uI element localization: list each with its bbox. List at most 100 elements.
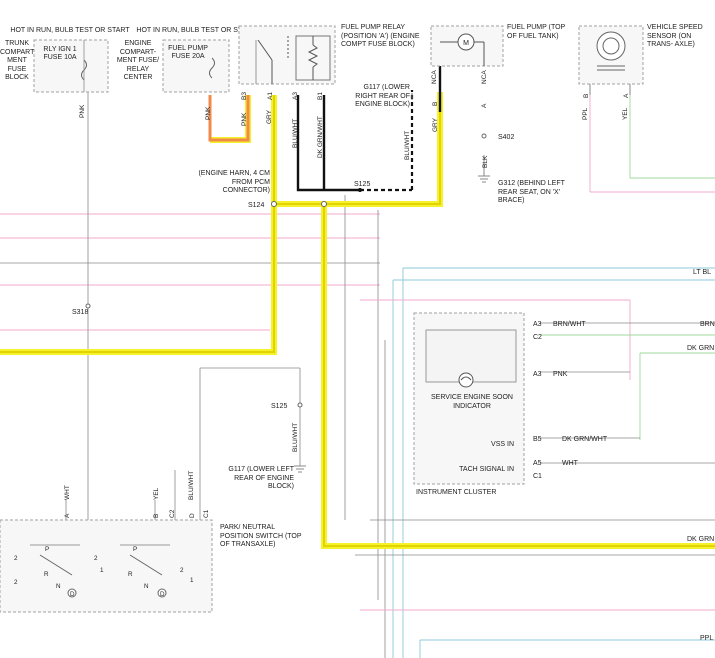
vehicle-speed-sensor — [578, 25, 644, 95]
pnp-r1: R — [44, 571, 49, 578]
pnp-d2: D — [160, 591, 165, 598]
pin-label: B3 — [241, 92, 248, 100]
wire-label: PNK — [79, 104, 86, 118]
wire-label: PPL — [582, 107, 589, 120]
pin-label: B — [432, 102, 439, 106]
fuel-pump-relay — [238, 25, 336, 85]
pin-label: B1 — [317, 92, 324, 100]
relay-label-wrap: FUEL PUMP RELAY (POSITION 'A') (ENGINE C… — [341, 24, 420, 48]
g117-left-note: G117 (LOWER LEFT REAR OF ENGINE BLOCK) — [228, 466, 294, 490]
pnp-p2: P — [133, 546, 137, 553]
pnp-detent-icon — [157, 588, 167, 598]
splice-dot — [321, 201, 327, 207]
wire-label: DK GRN/WHT — [317, 116, 324, 158]
fuse-ign-header: HOT IN RUN, BULB TEST OR START — [10, 27, 130, 34]
wire-label: BLU/WHT — [292, 119, 299, 148]
vss-label-wrap: VEHICLE SPEED SENSOR (ON TRANS- AXLE) — [647, 24, 703, 48]
splice-dots — [85, 133, 487, 408]
splice-s125-label: S125 — [354, 181, 370, 188]
pnp-2d: 2 — [180, 567, 184, 574]
relay-label: FUEL PUMP RELAY (POSITION 'A') (ENGINE C… — [341, 24, 420, 48]
tach-in-label: TACH SIGNAL IN — [459, 466, 514, 473]
fuse-ign1-block: HOT IN RUN, BULB TEST OR START RLY IGN 1… — [10, 27, 130, 93]
ses-label: SERVICE ENGINE SOON INDICATOR — [431, 394, 513, 410]
vss-label: VEHICLE SPEED SENSOR (ON TRANS- AXLE) — [647, 24, 703, 48]
pin-label: C2 — [533, 334, 542, 341]
fuse-pump-label-wrap: FUEL PUMP FUSE 20A — [168, 45, 208, 60]
pnp-label: PARK/ NEUTRAL POSITION SWITCH (TOP OF TR… — [220, 524, 302, 548]
wire-label: BLU/WHT — [188, 471, 195, 500]
pnp-r2: R — [128, 571, 133, 578]
trunk-fuse-block-wrap: TRUNK COMPART- MENT FUSE BLOCK — [0, 40, 34, 81]
motor-letter: M — [463, 40, 469, 47]
pin-label: C1 — [533, 473, 542, 480]
wire-label: GRY — [432, 117, 439, 132]
pin-label: A — [481, 103, 488, 108]
pin-label: NCA — [431, 70, 438, 84]
pin-label: A1 — [267, 92, 274, 100]
splice-s125b-label: S125 — [271, 403, 287, 410]
engine-center-wrap: ENGINE COMPART- MENT FUSE/ RELAY CENTER — [116, 40, 160, 81]
relay-switch-icon — [257, 39, 273, 61]
pnp-1a: 1 — [100, 567, 104, 574]
wire-label: DK GRN — [687, 536, 714, 543]
pnp-2a: 2 — [14, 555, 18, 562]
pin-label: A5 — [533, 460, 542, 467]
instrument-cluster — [413, 312, 525, 485]
fuse-ign-label: RLY IGN 1 FUSE 10A — [43, 46, 77, 61]
pnp-switch — [0, 519, 213, 613]
pnp-n1: N — [56, 583, 61, 590]
pnp-1b: 1 — [190, 577, 194, 584]
pnp-label-wrap: PARK/ NEUTRAL POSITION SWITCH (TOP OF TR… — [220, 524, 302, 548]
pin-label: B — [153, 514, 160, 518]
splice-s402-dot — [481, 133, 487, 139]
g117-right-note: G117 (LOWER RIGHT REAR OF ENGINE BLOCK) — [355, 84, 410, 108]
g117-left-note-wrap: G117 (LOWER LEFT REAR OF ENGINE BLOCK) — [228, 466, 294, 490]
g312-note: G312 (BEHIND LEFT REAR SEAT, ON 'X' BRAC… — [498, 180, 565, 204]
pin-label: C2 — [169, 509, 176, 518]
fuse-ign-label-wrap: RLY IGN 1 FUSE 10A — [43, 46, 77, 61]
s124-note-wrap: (ENGINE HARN, 4 CM FROM PCM CONNECTOR) — [198, 170, 270, 194]
wire-label: BLK — [482, 155, 489, 168]
wire-label: WHT — [64, 485, 71, 500]
engine-center-label: ENGINE COMPART- MENT FUSE/ RELAY CENTER — [116, 40, 160, 81]
wire-label: LT BL — [693, 269, 711, 276]
fuse-symbol-icon — [209, 57, 215, 79]
ground-g117-left-icon — [294, 465, 306, 473]
pin-label: B5 — [533, 436, 542, 443]
g117-right-note-wrap: G117 (LOWER RIGHT REAR OF ENGINE BLOCK) — [355, 84, 410, 108]
fuse-pump-label: FUEL PUMP FUSE 20A — [168, 45, 208, 60]
pnp-p1: P — [45, 546, 49, 553]
ses-label-wrap: SERVICE ENGINE SOON INDICATOR — [431, 394, 513, 410]
wire-label: BRN/WHT — [553, 321, 586, 328]
splice-s318-label: S318 — [72, 309, 88, 316]
pnp-detent-icon — [67, 588, 77, 598]
cluster-label: INSTRUMENT CLUSTER — [416, 489, 496, 496]
sensor-icon — [596, 31, 626, 61]
relay-coil-icon — [307, 44, 319, 68]
pin-label: NCA — [481, 70, 488, 84]
pin-label: A — [64, 513, 71, 518]
wire-label: DK GRN — [687, 345, 714, 352]
pnp-2c: 2 — [14, 579, 18, 586]
wire-label: PPL — [700, 635, 713, 642]
wire-label: PNK — [241, 112, 248, 126]
fuel-pump-label-wrap: FUEL PUMP (TOP OF FUEL TANK) — [507, 24, 565, 40]
pin-label: A — [623, 93, 630, 98]
splice-s124-label: S124 — [248, 202, 264, 209]
splice-s318-dot — [85, 303, 91, 309]
pin-label: D — [189, 513, 196, 518]
splice-s125b-dot — [297, 402, 303, 408]
g312-note-wrap: G312 (BEHIND LEFT REAR SEAT, ON 'X' BRAC… — [498, 180, 565, 204]
pin-label: B — [583, 94, 590, 98]
vss-in-label: VSS IN — [491, 441, 514, 448]
ground-symbols — [294, 93, 490, 473]
wire-label: GRY — [266, 109, 273, 124]
fuse-pump-header: HOT IN RUN, BULB TEST OR START — [136, 27, 256, 34]
wire-label: YEL — [622, 107, 629, 120]
wire-label: BRN — [700, 321, 715, 328]
s124-note: (ENGINE HARN, 4 CM FROM PCM CONNECTOR) — [198, 170, 270, 194]
pin-label: A3 — [533, 321, 542, 328]
splice-s125-dot — [358, 188, 362, 192]
fuel-pump: M — [430, 25, 504, 67]
